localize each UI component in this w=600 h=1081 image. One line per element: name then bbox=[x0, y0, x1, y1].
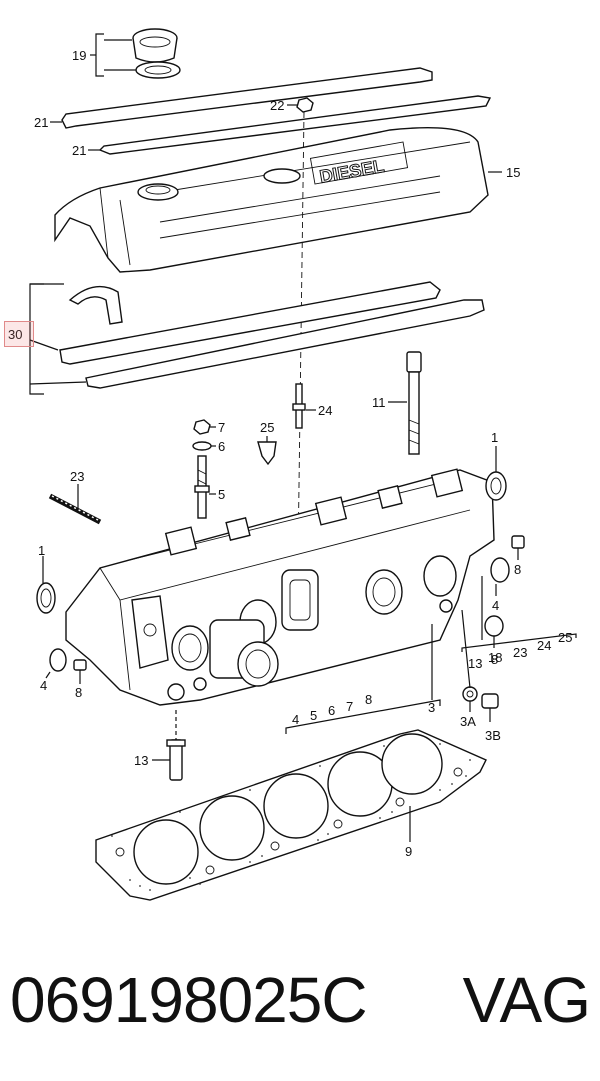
callout-25: 25 bbox=[260, 420, 274, 435]
callout-15: 15 bbox=[506, 165, 520, 180]
stud: 24 bbox=[292, 383, 332, 429]
cylinder-head bbox=[65, 468, 495, 706]
drain-plug-set: 3A 3B bbox=[460, 609, 501, 743]
callout-5: 5 bbox=[218, 487, 225, 502]
callout-8a: 8 bbox=[75, 685, 82, 700]
callout-23b: 23 bbox=[513, 645, 527, 660]
callout-8d: 8 bbox=[365, 692, 372, 707]
callout-18: 18 bbox=[488, 650, 502, 665]
callout-22: 22 bbox=[270, 98, 284, 113]
valve-cover-gasket-strips: 21 21 bbox=[34, 67, 492, 158]
callout-6: 6 bbox=[218, 439, 225, 454]
callout-21b: 21 bbox=[72, 143, 86, 158]
callout-13b: 13 bbox=[134, 753, 148, 768]
part-number: 069198025C bbox=[10, 964, 368, 1036]
callout-3a: 3A bbox=[460, 714, 476, 729]
brand-label: VAG bbox=[462, 964, 591, 1036]
callout-9: 9 bbox=[405, 844, 412, 859]
callout-7: 7 bbox=[218, 420, 225, 435]
callout-4c: 4 bbox=[292, 712, 299, 727]
left-plugs: 4 8 bbox=[40, 648, 87, 700]
right-callout-group: 13 8 23 24 25 bbox=[461, 630, 577, 671]
callout-23: 23 bbox=[70, 469, 84, 484]
callout-1b: 1 bbox=[491, 430, 498, 445]
callout-24b: 24 bbox=[537, 638, 551, 653]
callout-13a: 13 bbox=[468, 656, 482, 671]
callout-11: 11 bbox=[372, 395, 386, 410]
callout-4b: 4 bbox=[492, 598, 499, 613]
callout-6b: 6 bbox=[328, 703, 335, 718]
callout-19: 19 bbox=[72, 48, 86, 63]
right-plugs: 8 4 18 bbox=[481, 535, 525, 665]
nut-washer-stud: 7 6 5 bbox=[192, 419, 225, 519]
callout-24: 24 bbox=[318, 403, 332, 418]
camshaft-seal-left: 1 bbox=[36, 543, 56, 614]
plug: 25 bbox=[257, 420, 277, 466]
highlight-marker bbox=[4, 321, 34, 347]
callout-3b: 3B bbox=[485, 728, 501, 743]
valve-cover: DIESEL 15 bbox=[54, 127, 520, 273]
cylinder-head-bolt: 11 bbox=[372, 351, 422, 455]
callout-4a: 4 bbox=[40, 678, 47, 693]
callout-3: 3 bbox=[428, 700, 435, 715]
head-gasket: 9 bbox=[95, 729, 487, 901]
gasket-set: 30 bbox=[8, 281, 485, 395]
callout-5b: 5 bbox=[310, 708, 317, 723]
callout-21a: 21 bbox=[34, 115, 48, 130]
callout-1a: 1 bbox=[38, 543, 45, 558]
part-number-footer: 069198025C VAG bbox=[10, 950, 591, 1050]
callout-8c: 8 bbox=[491, 652, 498, 667]
camshaft-seal-right: 1 bbox=[485, 430, 507, 501]
camshaft-bearing-caps bbox=[164, 468, 464, 556]
valve-guide: 13 bbox=[134, 710, 186, 781]
callout-7b: 7 bbox=[346, 699, 353, 714]
cover-nut: 22 bbox=[270, 97, 314, 113]
thermostat-housing bbox=[209, 619, 279, 687]
callout-30: 30 bbox=[8, 327, 22, 342]
bottom-callout-group: 4 5 6 7 8 3 bbox=[285, 624, 441, 734]
callout-8b: 8 bbox=[514, 562, 521, 577]
long-stud: 23 bbox=[48, 469, 102, 525]
callout-25b: 25 bbox=[558, 630, 572, 645]
oil-filler-cap: 19 bbox=[72, 28, 181, 79]
